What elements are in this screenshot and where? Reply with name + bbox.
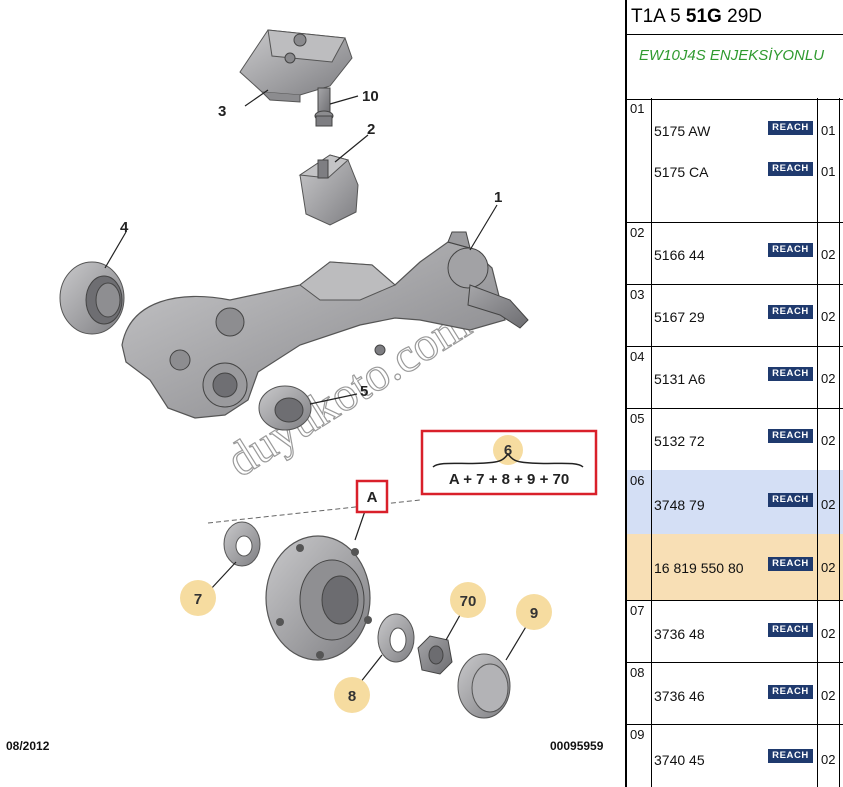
engine-row: EW10J4S ENJEKSİYONLU [627, 35, 843, 100]
part-10-bolt [314, 87, 334, 127]
part-number: 3736 48 [654, 626, 705, 642]
quantity: 02 [821, 433, 836, 448]
quantity: 02 [821, 247, 836, 262]
reach-badge: REACH [768, 162, 813, 176]
parts-row-05[interactable]: 05 5132 72 REACH 02 [627, 408, 843, 471]
quantity: 02 [821, 560, 836, 575]
svg-text:7: 7 [194, 591, 202, 608]
reach-badge: REACH [768, 305, 813, 319]
footer-code: 00095959 [550, 739, 604, 753]
reach-badge: REACH [768, 243, 813, 257]
reach-badge: REACH [768, 367, 813, 381]
quantity: 02 [821, 688, 836, 703]
part-9-hub-cap [457, 653, 511, 719]
callout-3: 3 [218, 103, 226, 120]
quantity: 02 [821, 752, 836, 767]
part-3-mount-bracket [239, 29, 353, 103]
footer-date: 08/2012 [6, 739, 50, 753]
part-number: 5132 72 [654, 433, 705, 449]
part-70-nut [417, 635, 453, 675]
reach-badge: REACH [768, 557, 813, 571]
parts-list-panel: T1A 5 51G 29D EW10J4S ENJEKSİYONLU 01 51… [625, 0, 843, 787]
callout-8: 8 [334, 677, 370, 713]
assembly-box-a: A [355, 479, 389, 514]
engine-label: EW10J4S ENJEKSİYONLU [639, 47, 825, 64]
reach-badge: REACH [768, 749, 813, 763]
kit-formula: A + 7 + 8 + 9 + 70 [449, 471, 569, 488]
vehicle-code-header: T1A 5 51G 29D [627, 0, 843, 35]
callout-6: 6 [493, 435, 523, 465]
part-number: 5166 44 [654, 247, 705, 263]
part-number: 3748 79 [654, 497, 705, 513]
parts-row-08[interactable]: 08 3736 46 REACH 02 [627, 662, 843, 725]
reach-badge: REACH [768, 623, 813, 637]
parts-row-07[interactable]: 07 3736 48 REACH 02 [627, 600, 843, 663]
reach-badge: REACH [768, 121, 813, 135]
svg-text:A: A [367, 489, 378, 506]
kit-brace [432, 452, 584, 468]
kit-formula-box: A + 7 + 8 + 9 + 70 [420, 429, 598, 496]
quantity: 01 [821, 164, 836, 179]
part-number: 5175 AW [654, 123, 711, 139]
parts-row-06[interactable]: 06 3748 79 REACH 02 [627, 470, 843, 535]
svg-text:6: 6 [504, 442, 512, 459]
parts-row-03[interactable]: 03 5167 29 REACH 02 [627, 284, 843, 347]
part-4-bush [59, 261, 125, 335]
svg-text:8: 8 [348, 688, 356, 705]
parts-row-04[interactable]: 04 5131 A6 REACH 02 [627, 346, 843, 409]
part-5-bush [258, 385, 312, 431]
part-8-washer [377, 613, 415, 663]
callout-2: 2 [367, 121, 375, 138]
part-number: 3740 45 [654, 752, 705, 768]
callout-9: 9 [516, 594, 552, 630]
svg-text:70: 70 [460, 593, 477, 610]
parts-row-09[interactable]: 09 3740 45 REACH 02 [627, 724, 843, 787]
parts-row-06-alt[interactable]: 16 819 550 80 REACH 02 [627, 534, 843, 601]
parts-diagram: duyukoto.com [6, 29, 604, 753]
part-2-rubber-mount [298, 154, 359, 226]
hub-assembly [265, 535, 372, 661]
quantity: 02 [821, 309, 836, 324]
part-1-axle-beam [121, 231, 529, 419]
callout-70: 70 [450, 582, 486, 618]
callout-4: 4 [120, 219, 129, 236]
reach-badge: REACH [768, 493, 813, 507]
part-number: 5175 CA [654, 164, 709, 180]
reach-badge: REACH [768, 685, 813, 699]
quantity: 02 [821, 371, 836, 386]
diagram-svg: duyukoto.com [59, 29, 598, 719]
quantity: 02 [821, 497, 836, 512]
parts-row-01[interactable]: 01 5175 AW REACH 01 5175 CA REACH 01 [627, 98, 843, 223]
callout-5: 5 [360, 383, 368, 400]
svg-text:9: 9 [530, 605, 538, 622]
reach-badge: REACH [768, 429, 813, 443]
quantity: 02 [821, 626, 836, 641]
parts-row-02[interactable]: 02 5166 44 REACH 02 [627, 222, 843, 285]
part-7-washer [223, 521, 261, 567]
callout-7: 7 [180, 580, 216, 616]
callout-10: 10 [362, 88, 379, 105]
part-number: 16 819 550 80 [654, 560, 744, 576]
part-number: 3736 46 [654, 688, 705, 704]
callout-1: 1 [494, 189, 502, 206]
part-number: 5131 A6 [654, 371, 706, 387]
quantity: 01 [821, 123, 836, 138]
part-number: 5167 29 [654, 309, 705, 325]
